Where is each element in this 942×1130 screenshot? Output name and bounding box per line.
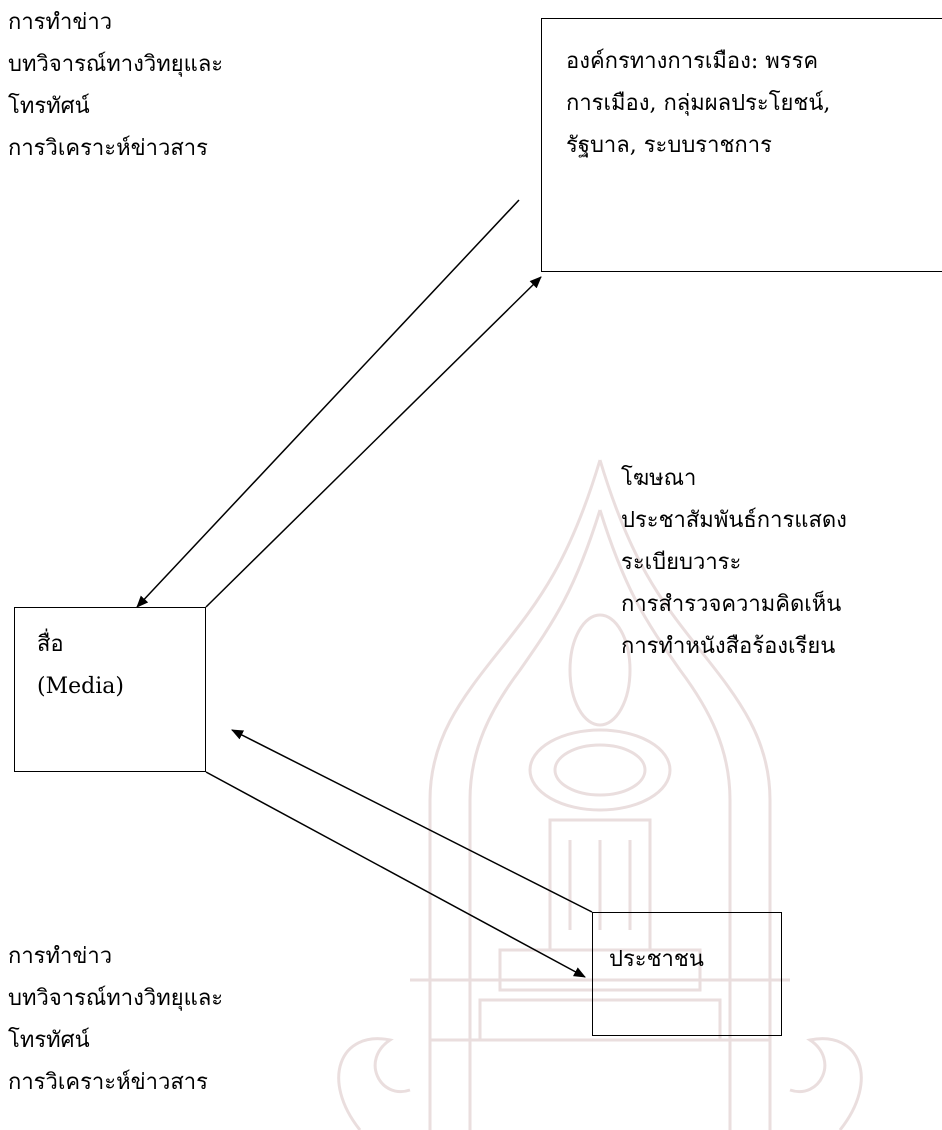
middle-right-activity: ประชาสัมพันธ์การแสดง [621,508,847,533]
media-box-subtitle: (Media) [37,674,124,699]
political-org-box: องค์กรทางการเมือง: พรรค การเมือง, กลุ่มผ… [541,18,942,272]
top-left-activities: การทำข่าว บทวิจารณ์ทางวิทยุและ โทรทัศน์ … [8,2,223,170]
bottom-left-activity: การวิเคราะห์ข่าวสาร [8,1070,208,1095]
media-box-title: สื่อ [37,632,64,657]
middle-right-activity: การทำหนังสือร้องเรียน [621,634,836,659]
middle-right-activity: การสำรวจความคิดเห็น [621,592,842,617]
public-box: ประชาชน [592,912,782,1036]
political-org-text: องค์กรทางการเมือง: พรรค การเมือง, กลุ่มผ… [566,41,830,167]
top-left-activity: โทรทัศน์ [8,94,90,119]
arrow-media-to-political [205,276,542,608]
arrow-political-to-media [136,199,520,608]
media-box: สื่อ (Media) [14,607,206,772]
top-left-activity: บทวิจารณ์ทางวิทยุและ [8,52,224,77]
arrow-public-to-media [231,729,593,913]
bottom-left-activity: บทวิจารณ์ทางวิทยุและ [8,986,224,1011]
media-box-text: สื่อ (Media) [37,624,124,708]
top-left-activity: การวิเคราะห์ข่าวสาร [8,136,208,161]
middle-right-activity: ระเบียบวาระ [621,550,742,575]
public-box-label: ประชาชน [609,947,704,972]
political-org-line: องค์กรทางการเมือง: พรรค [566,49,819,74]
political-org-line: การเมือง, กลุ่มผลประโยชน์, [566,91,831,116]
political-org-line: รัฐบาล, ระบบราชการ [566,133,772,158]
bottom-left-activity: โทรทัศน์ [8,1028,90,1053]
middle-right-activities: โฆษณา ประชาสัมพันธ์การแสดง ระเบียบวาระ ก… [621,458,847,668]
middle-right-activity: โฆษณา [621,466,697,491]
arrow-media-to-public [205,771,586,978]
bottom-left-activity: การทำข่าว [8,944,113,969]
watermark-seal [337,459,863,1130]
bottom-left-activities: การทำข่าว บทวิจารณ์ทางวิทยุและ โทรทัศน์ … [8,936,223,1104]
top-left-activity: การทำข่าว [8,10,113,35]
